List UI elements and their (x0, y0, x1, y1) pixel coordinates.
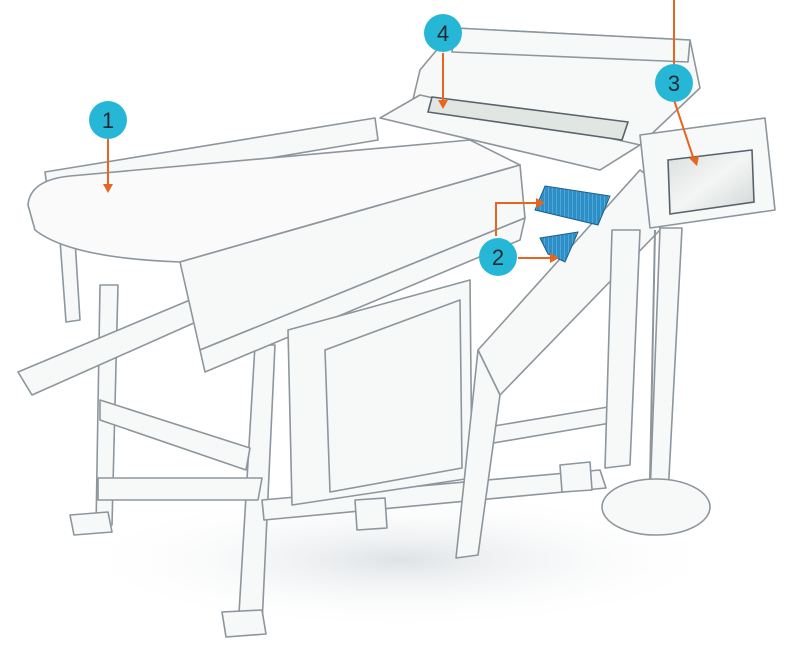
callout-badge-4-label: 4 (437, 21, 449, 46)
right-front-leg (455, 349, 501, 559)
control-touchscreen (667, 149, 755, 215)
arrowhead-2b (550, 253, 559, 263)
callout-badge-1-label: 1 (102, 108, 114, 133)
arrowhead-3 (689, 156, 699, 166)
foot-center (221, 609, 267, 638)
callout-badge-3-label: 3 (668, 71, 680, 96)
electrical-cabinet-front (324, 299, 463, 493)
callout-badge-2: 2 (479, 238, 517, 276)
top-camera-window (426, 96, 630, 141)
arrowhead-4 (438, 100, 448, 109)
cross-beam-left (99, 399, 251, 471)
foot-left (69, 511, 113, 536)
infeed-conveyor-belt (27, 139, 521, 263)
control-stand-base (601, 478, 711, 536)
machine-body (17, 27, 776, 638)
blue-sorting-chutes (534, 185, 611, 226)
base-frame-left (97, 477, 263, 501)
infeed-lower-panel (199, 217, 526, 373)
foot-block-2 (559, 461, 593, 493)
right-rear-leg (604, 229, 641, 469)
callout-badge-1: 1 (89, 101, 127, 139)
arrowhead-1 (103, 184, 113, 193)
blue-sorting-chutes-lower (539, 231, 579, 263)
callout-line-3 (673, 99, 695, 161)
callout-line-2a (495, 202, 538, 236)
callout-badge-4: 4 (424, 14, 462, 52)
leg-back-left (59, 239, 81, 323)
support-pole (649, 229, 656, 481)
callout-arrowheads (103, 100, 699, 263)
floor-shadow (70, 490, 730, 630)
callout-badge-3: 3 (655, 64, 693, 102)
callout-badge-2-label: 2 (492, 245, 504, 270)
arrowhead-2a (536, 198, 545, 208)
foot-block-1 (354, 497, 388, 531)
callout-lines (107, 0, 695, 259)
